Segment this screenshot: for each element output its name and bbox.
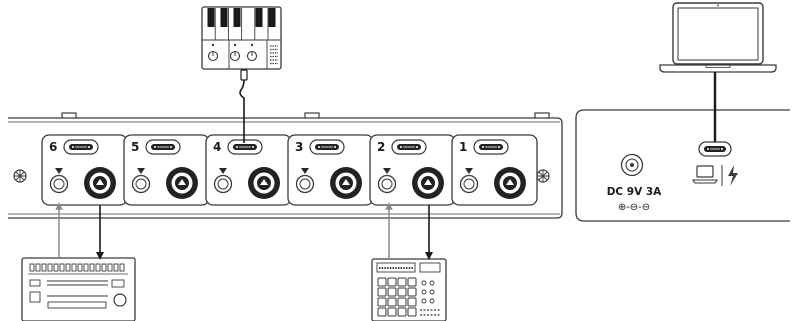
pad-sampler-icon — [371, 258, 447, 321]
midi-in-jack[interactable] — [213, 174, 233, 194]
port-number: 6 — [49, 140, 57, 154]
usb-c-port[interactable] — [391, 139, 427, 155]
screw-icon — [536, 169, 550, 183]
laptop-icon — [691, 165, 719, 184]
direction-triangle-icon — [301, 168, 309, 174]
direction-triangle-icon — [219, 168, 227, 174]
port-modules: 6 5 4 3 2 1 — [41, 134, 538, 206]
midi-in-jack[interactable] — [295, 174, 315, 194]
polarity-symbol: ⊕-⊖-⊖ — [618, 202, 650, 213]
direction-triangle-icon — [465, 168, 473, 174]
laptop-computer-icon — [659, 2, 777, 73]
midi-out-jack[interactable] — [166, 167, 198, 199]
midi-in-jack[interactable] — [49, 174, 69, 194]
screw-icon — [13, 169, 27, 183]
usb-c-port[interactable] — [309, 139, 345, 155]
lightning-bolt-icon — [728, 165, 738, 186]
port-module-6: 6 — [41, 134, 128, 206]
usb-c-port[interactable] — [145, 139, 181, 155]
midi-out-jack[interactable] — [84, 167, 116, 199]
synth-usb-cable — [239, 69, 248, 143]
midi-out-jack[interactable] — [494, 167, 526, 199]
midi-in-jack[interactable] — [377, 174, 397, 194]
power-usb-unit: DC 9V 3A ⊕-⊖-⊖ — [575, 109, 790, 222]
port-module-2: 2 — [369, 134, 456, 206]
port-number: 2 — [377, 140, 385, 154]
usb-c-port[interactable] — [63, 139, 99, 155]
direction-triangle-icon — [55, 168, 63, 174]
port-module-4: 4 — [205, 134, 292, 206]
port-number: 1 — [459, 140, 467, 154]
port-number: 4 — [213, 140, 221, 154]
power-spec-label: DC 9V 3A — [607, 186, 662, 198]
direction-triangle-icon — [383, 168, 391, 174]
usb-c-port[interactable] — [473, 139, 509, 155]
midi-out-jack[interactable] — [248, 167, 280, 199]
port-module-3: 3 — [287, 134, 374, 206]
keyboard-synth-icon — [201, 6, 282, 70]
midi-hub-unit: 6 5 4 3 2 1 — [8, 112, 563, 219]
usb-c-port[interactable] — [227, 139, 263, 155]
port-number: 3 — [295, 140, 303, 154]
midi-in-jack[interactable] — [459, 174, 479, 194]
dc-power-jack[interactable] — [620, 153, 644, 177]
midi-in-jack[interactable] — [131, 174, 151, 194]
midi-out-jack[interactable] — [412, 167, 444, 199]
direction-triangle-icon — [137, 168, 145, 174]
drum-machine-icon — [21, 257, 136, 321]
port-module-1: 1 — [451, 134, 538, 206]
port-module-5: 5 — [123, 134, 210, 206]
midi-out-jack[interactable] — [330, 167, 362, 199]
port-number: 5 — [131, 140, 139, 154]
